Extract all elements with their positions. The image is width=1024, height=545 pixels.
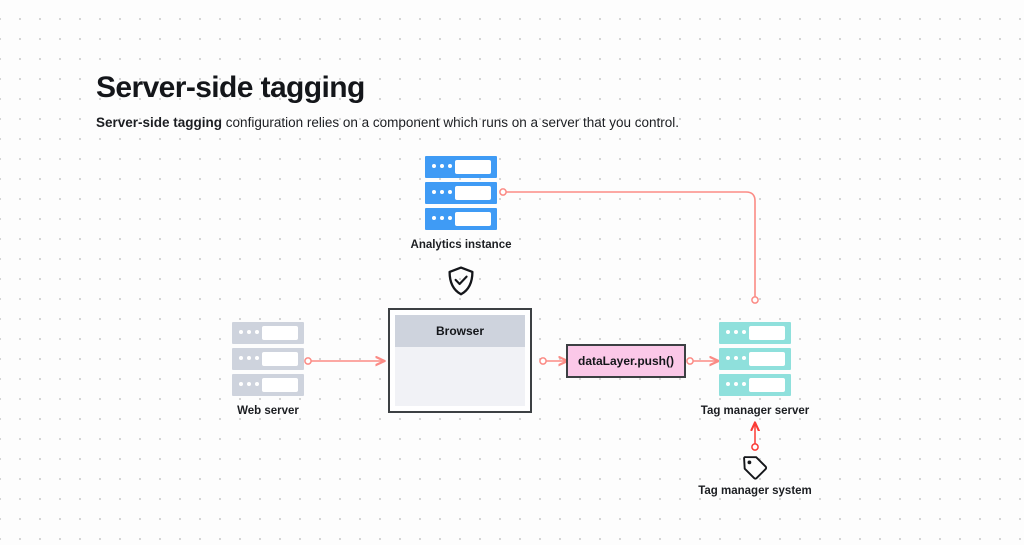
edge-tag-manager-system-to-server xyxy=(752,423,758,451)
server-row xyxy=(425,208,497,230)
node-tag-manager-system[interactable]: Tag manager system xyxy=(698,455,812,497)
datalayer-push-text: dataLayer.push() xyxy=(577,354,675,368)
browser-body xyxy=(395,347,525,406)
browser-title-text: Browser xyxy=(435,324,485,338)
datalayer-push-box: dataLayer.push() xyxy=(566,344,686,378)
node-shield[interactable] xyxy=(447,266,475,296)
server-indicator-dots xyxy=(239,330,259,334)
web-server-server-stack xyxy=(232,322,304,396)
server-screen xyxy=(455,160,491,174)
server-indicator-dots xyxy=(432,164,452,168)
server-screen xyxy=(749,326,785,340)
server-row xyxy=(719,374,791,396)
browser-titlebar: Browser xyxy=(395,315,525,347)
header: Server-side tagging Server-side tagging … xyxy=(96,70,896,132)
server-screen xyxy=(455,212,491,226)
server-row xyxy=(232,374,304,396)
page-subtitle-bold: Server-side tagging xyxy=(96,115,223,130)
server-row xyxy=(425,182,497,204)
server-screen xyxy=(455,186,491,200)
shield-check-icon xyxy=(448,266,474,296)
server-row xyxy=(232,348,304,370)
server-screen xyxy=(749,352,785,366)
server-screen xyxy=(262,352,298,366)
server-screen xyxy=(262,326,298,340)
node-analytics-instance[interactable]: Analytics instance xyxy=(411,156,511,251)
page-title: Server-side tagging xyxy=(96,71,365,104)
server-indicator-dots xyxy=(432,190,452,194)
server-indicator-dots xyxy=(726,382,746,386)
node-browser[interactable]: Browser xyxy=(388,308,532,413)
node-tag-manager-server[interactable]: Tag manager server xyxy=(701,322,809,417)
server-screen xyxy=(749,378,785,392)
analytics-instance-server-stack xyxy=(425,156,497,230)
server-row xyxy=(719,322,791,344)
tag-manager-server-label: Tag manager server xyxy=(700,405,810,417)
tag-icon xyxy=(743,456,768,480)
edge-analytics-to-tag-manager-server xyxy=(499,188,759,304)
edge-browser-to-datalayer xyxy=(539,358,567,364)
server-row xyxy=(719,348,791,370)
server-row xyxy=(425,156,497,178)
tag-manager-server-stack xyxy=(719,322,791,396)
tag-manager-system-label: Tag manager system xyxy=(698,485,812,497)
server-indicator-dots xyxy=(239,382,259,386)
server-indicator-dots xyxy=(726,356,746,360)
page-subtitle-rest: configuration relies on a component whic… xyxy=(222,115,680,130)
analytics-instance-label: Analytics instance xyxy=(410,239,512,251)
node-web-server[interactable]: Web server xyxy=(232,322,304,417)
server-indicator-dots xyxy=(239,356,259,360)
server-row xyxy=(232,322,304,344)
edge-web-server-to-browser xyxy=(304,358,384,364)
page-subtitle: Server-side tagging configuration relies… xyxy=(96,114,896,132)
edge-datalayer-to-tag-manager-server xyxy=(686,358,718,364)
node-datalayer-push[interactable]: dataLayer.push() xyxy=(566,344,686,378)
web-server-label: Web server xyxy=(237,405,299,417)
server-screen xyxy=(262,378,298,392)
server-indicator-dots xyxy=(432,216,452,220)
browser-window: Browser xyxy=(388,308,532,413)
server-indicator-dots xyxy=(726,330,746,334)
